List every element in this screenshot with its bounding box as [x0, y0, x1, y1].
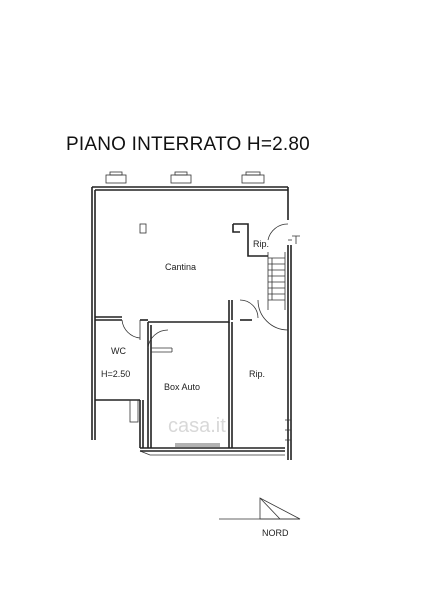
- plan-title: PIANO INTERRATO H=2.80: [66, 134, 310, 155]
- watermark-text: casa.it: [168, 415, 226, 437]
- label-wc-height: H=2.50: [101, 369, 130, 379]
- box-auto-entry: [129, 399, 220, 448]
- label-box-auto: Box Auto: [164, 382, 200, 392]
- box-auto-door: [147, 329, 173, 353]
- door-arc-stair: [257, 299, 289, 331]
- label-rip-bottom: Rip.: [249, 369, 265, 379]
- top-windows: [105, 171, 265, 184]
- column-marker: [139, 223, 147, 234]
- wc-walls: [95, 316, 148, 401]
- label-cantina: Cantina: [165, 262, 196, 272]
- north-arrow: [219, 497, 301, 520]
- staircase: [267, 252, 286, 310]
- interior-walls: [147, 299, 259, 448]
- label-wc: WC: [111, 346, 126, 356]
- rip-top-closet: [232, 223, 292, 257]
- outer-walls: [91, 186, 292, 460]
- label-rip-top: Rip.: [253, 239, 269, 249]
- right-wall-details: [285, 235, 300, 441]
- north-label: NORD: [262, 528, 289, 538]
